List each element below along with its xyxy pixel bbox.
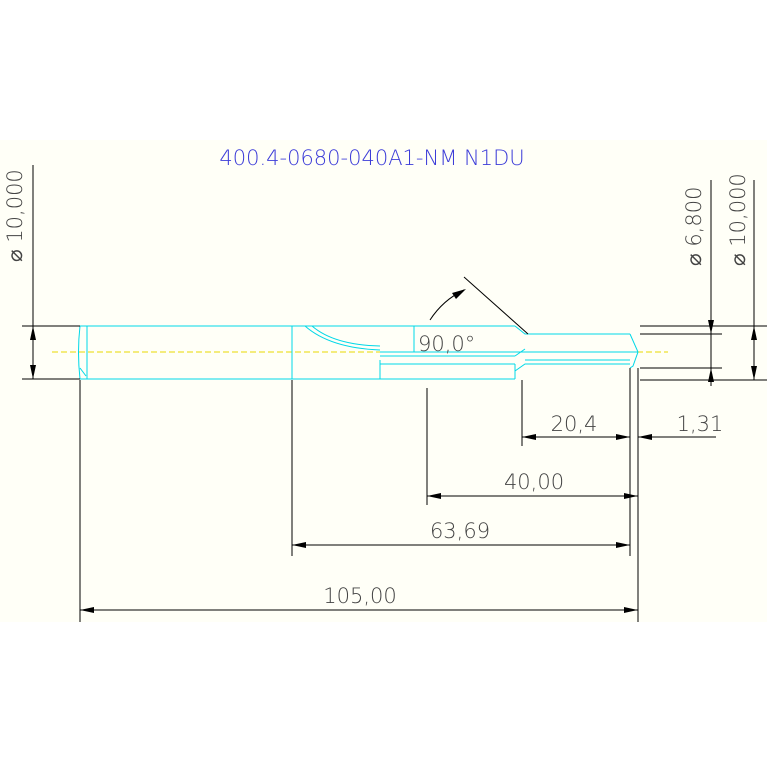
drawing-sheet (0, 140, 767, 622)
dim-text: ⌀ 6,800 (682, 187, 706, 266)
dim-body-length: 63,69 (291, 380, 630, 556)
arrowhead (452, 289, 466, 299)
step-top-edge (514, 325, 630, 335)
dim-text: 90,0° (418, 332, 475, 356)
arrowhead (616, 542, 630, 548)
dim-text: 1,31 (677, 412, 724, 436)
tool-outline (78, 325, 639, 380)
dim-text: 20,4 (551, 412, 598, 436)
arrowhead (751, 326, 757, 340)
shank-outline (80, 325, 293, 380)
arrowhead (80, 607, 94, 613)
arrowhead (427, 493, 441, 499)
dim-tip-diameter: ⌀ 10,000 (640, 173, 767, 381)
arrowhead (708, 368, 714, 382)
dim-text: 63,69 (430, 519, 490, 543)
arrowhead (638, 434, 652, 440)
drawing-title: 400.4-0680-040A1-NM N1DU (219, 146, 524, 170)
shank-end-chamfer (78, 325, 81, 380)
drill-tip (629, 333, 639, 369)
arrowhead (708, 320, 714, 334)
arrowhead (30, 365, 36, 379)
arrowhead (616, 434, 630, 440)
step-bottom-edge (514, 363, 630, 372)
dim-text: ⌀ 10,000 (726, 173, 750, 266)
dim-text: ⌀ 10,000 (3, 169, 27, 262)
angle-leg (463, 276, 529, 335)
dim-shank-diameter: ⌀ 10,000 (3, 165, 80, 380)
arrowhead (522, 434, 536, 440)
shank-chamfer-edge (79, 367, 87, 377)
dim-text: 105,00 (323, 584, 396, 608)
flute-step-edge (514, 348, 526, 357)
arrowhead (751, 366, 757, 380)
dim-step-length: 20,4 (521, 380, 630, 446)
dim-tip-length: 1,31 (629, 368, 724, 622)
arrowhead (624, 607, 638, 613)
dim-point-angle: 90,0° (418, 276, 529, 356)
dim-flute-length: 40,00 (426, 388, 638, 505)
arrowhead (30, 326, 36, 340)
dim-flute-diameter: ⌀ 6,800 (640, 180, 722, 386)
dim-text: 40,00 (504, 470, 564, 494)
arrowhead (292, 542, 306, 548)
flute-runout-curve (304, 325, 381, 351)
arrowhead (624, 493, 638, 499)
flute-runout-curve-inner (311, 325, 381, 347)
dim-overall-length: 105,00 (79, 380, 638, 622)
